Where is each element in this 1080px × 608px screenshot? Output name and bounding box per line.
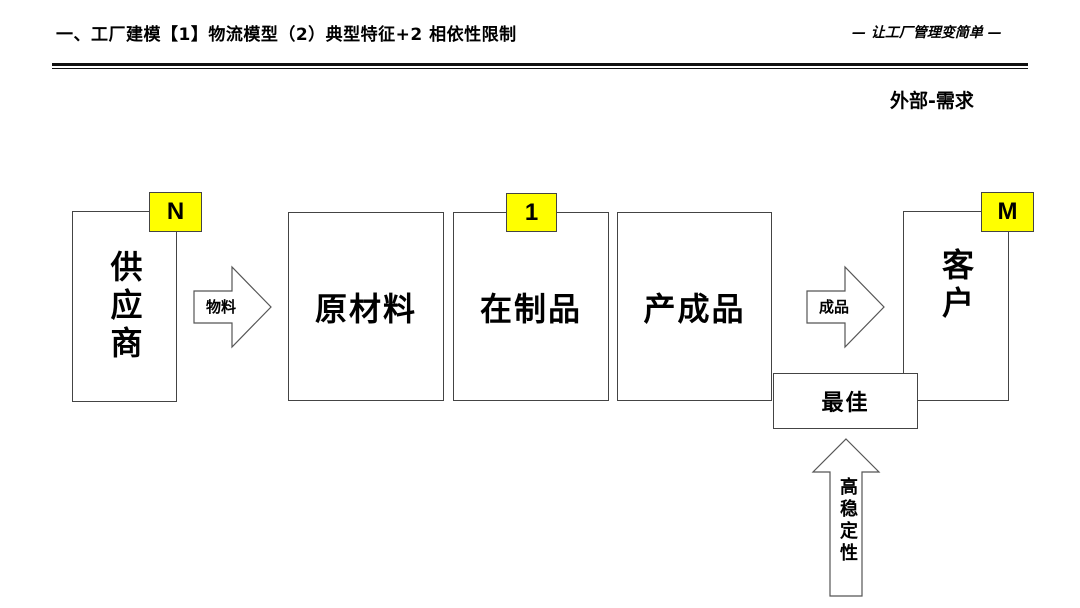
customer-label: 客户 <box>937 248 975 324</box>
optimal-label: 最佳 <box>821 391 870 416</box>
supplier-label: 供应商 <box>105 249 144 364</box>
customer-count-tag: M <box>981 192 1034 232</box>
slogan: — 让工厂管理变简单 — <box>852 25 1002 41</box>
section-title: 外部-需求 <box>890 90 974 112</box>
materials-arrow-label: 物料 <box>205 298 236 316</box>
products-arrow-label: 成品 <box>818 298 849 316</box>
header-divider-thick <box>52 63 1028 66</box>
finished-goods-box: 产成品 <box>617 212 772 401</box>
page-title: 一、工厂建模【1】物流模型（2）典型特征+2 相依性限制 <box>56 25 517 45</box>
stability-arrow-label: 高稳定性 <box>837 477 858 565</box>
finished-goods-label: 产成品 <box>643 289 746 328</box>
stability-up-arrow-icon <box>811 438 881 597</box>
raw-material-label: 原材料 <box>314 289 417 328</box>
header-divider-thin <box>52 68 1028 69</box>
wip-box: 在制品 <box>453 212 609 401</box>
optimal-box: 最佳 <box>773 373 918 429</box>
materials-arrow-icon <box>193 265 272 349</box>
wip-label: 在制品 <box>479 289 582 328</box>
supplier-box: 供应商 <box>72 211 177 402</box>
customer-box: 客户 <box>903 211 1009 401</box>
supplier-count-tag: N <box>149 192 202 232</box>
products-arrow-icon <box>806 265 885 349</box>
wip-count-tag: 1 <box>506 193 557 232</box>
raw-material-box: 原材料 <box>288 212 444 401</box>
